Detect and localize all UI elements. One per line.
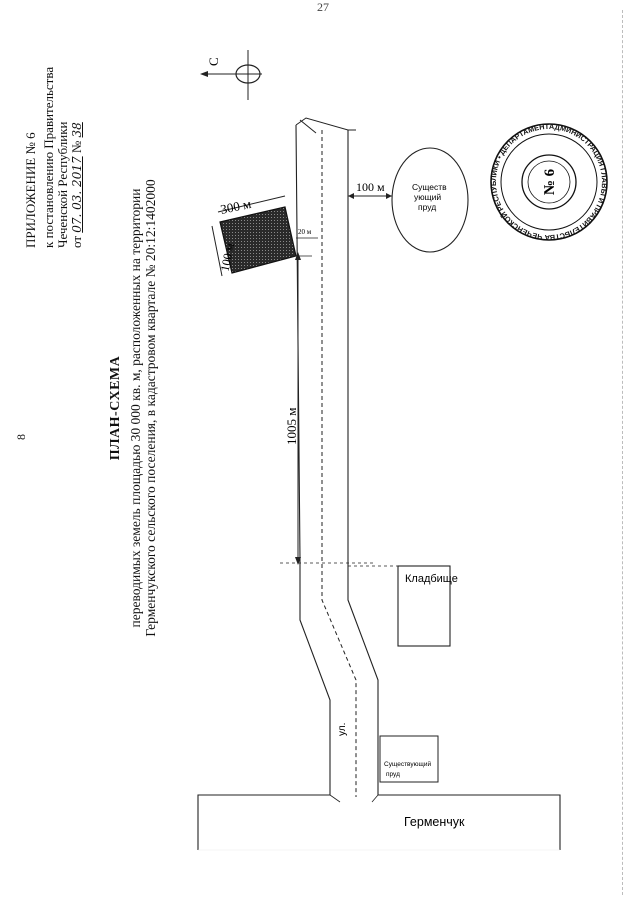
- stamp-number: № 6: [542, 168, 558, 195]
- village-label: Герменчук: [404, 815, 465, 829]
- existing-pond: [391, 147, 469, 253]
- scan-edge: [622, 10, 623, 895]
- cemetery-label: Кладбище: [405, 573, 458, 585]
- plot-length-label: 300 м: [219, 196, 252, 217]
- north-label: С: [206, 57, 221, 66]
- official-stamp-seal: АДМИНИСТРАЦИЯ ГЛАВЫ И ПРАВИТЕЛЬСТВА ЧЕЧЕ…: [0, 0, 609, 242]
- gap-small-label: 20 м: [298, 228, 312, 236]
- plot-width-label: 100 м: [218, 241, 238, 272]
- road-edge-left: [295, 124, 331, 795]
- cemetery: [397, 565, 451, 647]
- small-pond: [379, 735, 439, 783]
- pond-label: Существ ующий пруд: [412, 182, 449, 212]
- gap-pond-label: 100 м: [356, 180, 385, 194]
- distance-road-label: 1005 м: [284, 408, 299, 445]
- corner-page-number: 27: [317, 0, 329, 14]
- north-arrow-icon: [200, 50, 262, 100]
- road-edge-right: [347, 130, 379, 795]
- small-pond-label: Существующий пруд: [384, 760, 433, 778]
- road-centerline: [321, 130, 357, 797]
- street-label: ул.: [337, 723, 348, 736]
- svg-text:АДМИНИСТРАЦИЯ ГЛАВЫ И ПРАВИТЕЛ: АДМИНИСТРАЦИЯ ГЛАВЫ И ПРАВИТЕЛЬСТВА ЧЕЧЕ…: [0, 0, 609, 242]
